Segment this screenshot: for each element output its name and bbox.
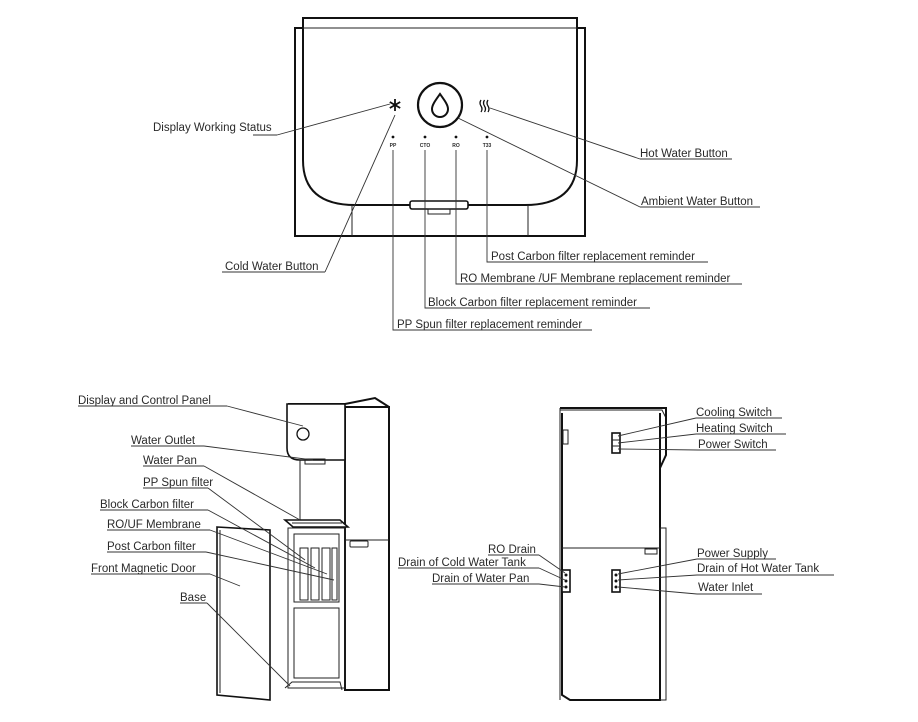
label-water-inlet: Water Inlet	[698, 582, 754, 594]
label-hot-water-button: Hot Water Button	[640, 148, 728, 160]
front-leader-lines	[78, 405, 335, 687]
indicator-ro: RO	[452, 143, 460, 149]
indicator-t33: T33	[483, 143, 492, 149]
label-display-control-panel: Display and Control Panel	[78, 395, 211, 407]
label-front-magnetic-door: Front Magnetic Door	[91, 563, 196, 575]
front-view-illustration	[216, 396, 390, 701]
snowflake-icon	[389, 99, 401, 111]
label-drain-water-pan: Drain of Water Pan	[432, 573, 529, 585]
label-ambient-water-button: Ambient Water Button	[641, 196, 753, 208]
panel-leader-lines	[222, 103, 760, 331]
ambient-button-ring	[416, 81, 464, 129]
label-cold-water-button: Cold Water Button	[225, 261, 319, 273]
indicator-pp: PP	[390, 143, 397, 149]
back-view-illustration	[559, 407, 667, 701]
label-post-carbon-reminder: Post Carbon filter replacement reminder	[491, 251, 695, 263]
indicator-lights: PP CTO RO T33	[390, 135, 492, 149]
label-ro-membrane-reminder: RO Membrane /UF Membrane replacement rem…	[460, 273, 731, 285]
heat-waves-icon	[479, 99, 490, 113]
water-drop-icon	[430, 92, 450, 118]
label-cooling-switch: Cooling Switch	[696, 407, 772, 419]
indicator-cto: CTO	[420, 143, 431, 149]
label-water-outlet: Water Outlet	[131, 435, 196, 447]
label-water-pan: Water Pan	[143, 455, 197, 467]
label-drain-cold-tank: Drain of Cold Water Tank	[398, 557, 526, 569]
label-pp-spun-filter: PP Spun filter	[143, 477, 213, 489]
label-block-carbon-filter: Block Carbon filter	[100, 499, 194, 511]
label-base: Base	[180, 592, 206, 604]
control-panel-illustration	[294, 17, 586, 237]
label-post-carbon-filter: Post Carbon filter	[107, 541, 196, 553]
label-pp-spun-reminder: PP Spun filter replacement reminder	[397, 319, 582, 331]
label-drain-hot-tank: Drain of Hot Water Tank	[697, 563, 819, 575]
label-ro-uf-membrane: RO/UF Membrane	[107, 519, 201, 531]
label-power-switch: Power Switch	[698, 439, 768, 451]
label-block-carbon-reminder: Block Carbon filter replacement reminder	[428, 297, 637, 309]
label-heating-switch: Heating Switch	[696, 423, 773, 435]
label-display-working-status: Display Working Status	[153, 122, 272, 134]
label-power-supply: Power Supply	[697, 548, 768, 560]
back-leader-lines	[398, 417, 834, 595]
label-ro-drain: RO Drain	[488, 544, 536, 556]
